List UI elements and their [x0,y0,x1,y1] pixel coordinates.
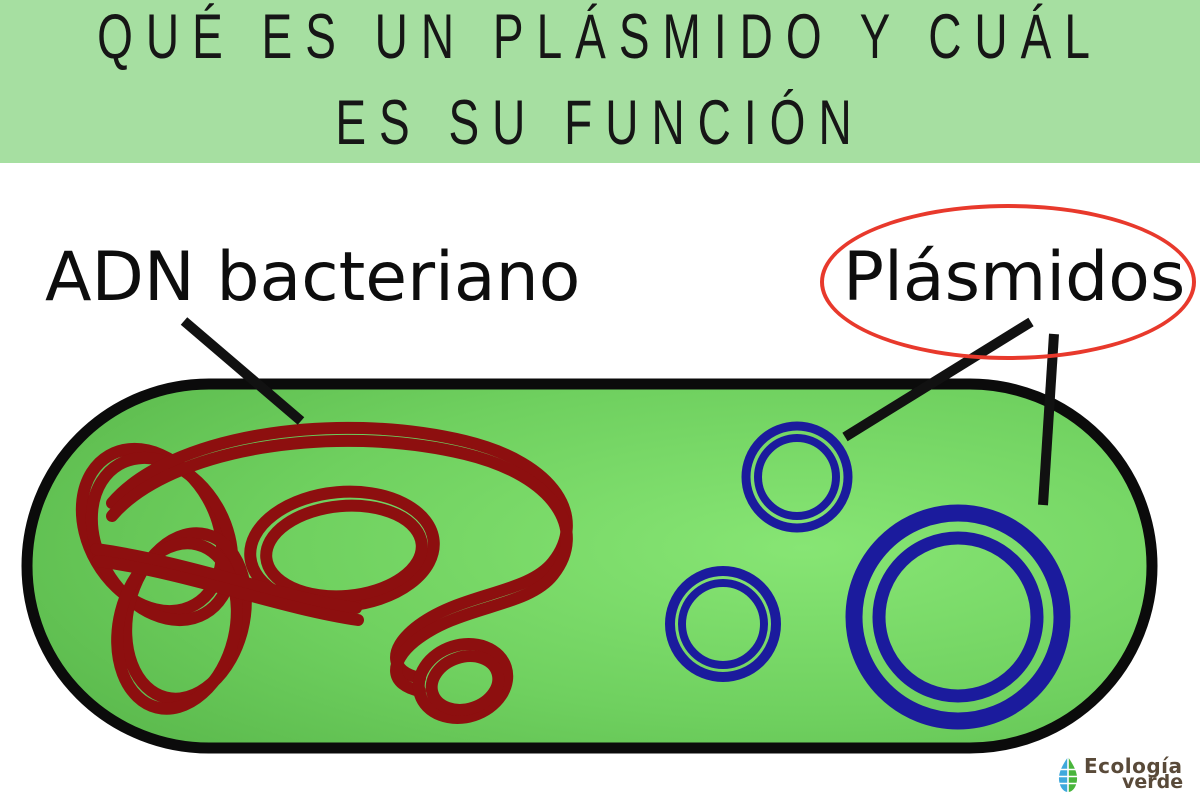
page-title-line-2: ES SU FUNCIÓN [335,86,865,158]
plasmid-large [845,504,1071,730]
plasmid-small-bottom-inner-ring [678,579,768,669]
label-adn-bacteriano: ADN bacteriano [45,238,581,317]
plasmid-small-top [741,421,853,533]
leaf-icon [1058,757,1078,792]
logo-text-verde: verde [1122,771,1184,793]
plasmids-highlight-ellipse [820,204,1196,360]
pointer-line-plasmid-large [1038,333,1059,506]
logo-wordmark: Ecología verde [1084,754,1184,793]
plasmids-group [665,421,1071,730]
ecologiaverde-logo: Ecología verde [1056,756,1183,794]
title-banner: QUÉ ES UN PLÁSMIDO Y CUÁL ES SU FUNCIÓN [0,0,1200,163]
bacterial-dna [75,421,573,724]
page-title-line-1: QUÉ ES UN PLÁSMIDO Y CUÁL [97,0,1103,72]
plasmid-small-bottom [665,566,781,682]
pointer-line-dna [180,317,305,425]
plasmid-small-top-inner-ring [754,434,840,520]
logo-text-ecologia: Ecología [1084,754,1183,778]
plasmid-large-inner-ring [872,531,1044,703]
